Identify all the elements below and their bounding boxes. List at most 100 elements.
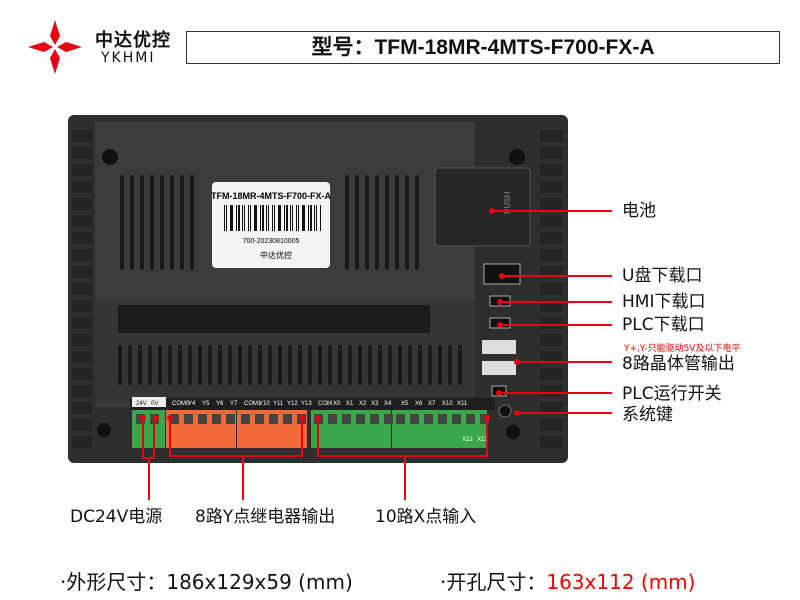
terminal-screw	[328, 414, 337, 424]
terminal-screw	[466, 414, 475, 424]
vent-slot	[398, 345, 402, 385]
terminal-screw	[226, 414, 235, 424]
vent-slot	[238, 345, 242, 385]
terminal-label: X0	[333, 401, 341, 407]
vent-slot	[148, 345, 152, 385]
terminal-label: Y12	[287, 401, 298, 407]
vent-slot	[198, 345, 202, 385]
sticker-brand: 中达优控	[260, 250, 292, 260]
model-title: 型号：TFM-18MR-4MTS-F700-FX-A	[186, 31, 780, 64]
vent-slot	[448, 345, 452, 385]
label-hmi-download: HMI下载口	[622, 292, 706, 312]
vent-slot	[378, 345, 382, 385]
vents	[118, 175, 462, 385]
label-plc-download: PLC下载口	[622, 315, 705, 335]
vent-slot	[375, 175, 379, 270]
terminal-screw	[241, 414, 250, 424]
vent-slot	[348, 345, 352, 385]
vent-slot	[288, 345, 292, 385]
terminal-label: Y5	[202, 401, 210, 407]
terminal-screw	[424, 414, 433, 424]
vent-slot	[160, 175, 164, 270]
terminal-label: X2	[359, 401, 367, 407]
terminal-screw	[283, 414, 292, 424]
vent-slot	[138, 345, 142, 385]
dimensions-value: 186x129x59 (mm)	[166, 570, 353, 594]
vent-slot	[258, 345, 262, 385]
vent-slot	[150, 175, 154, 270]
vent-slot	[130, 175, 134, 270]
terminal-screw	[410, 414, 419, 424]
screw-hole	[509, 149, 525, 165]
terminal-label: Y4	[188, 401, 196, 407]
battery-cover	[434, 167, 531, 247]
label-system-key: 系统键	[622, 405, 673, 425]
vent-slot	[388, 345, 392, 385]
terminal-screw	[384, 414, 393, 424]
terminal-label: Y10	[259, 401, 270, 407]
vent-slot	[180, 175, 184, 270]
terminal-label: X10	[442, 401, 453, 407]
terminal-label: Y11	[273, 401, 284, 407]
vent-slot	[168, 345, 172, 385]
vent-slot	[318, 345, 322, 385]
terminal-label: X7	[428, 401, 436, 407]
brand-name-cn: 中达优控	[95, 30, 171, 51]
terminal-label: COM1	[244, 401, 262, 407]
brand-name-en: YKHMI	[101, 50, 156, 66]
vent-slot	[355, 175, 359, 270]
svg-text:X13: X13	[477, 437, 488, 443]
label-transistor-output: 8路晶体管输出	[622, 354, 735, 374]
terminal-screw	[452, 414, 461, 424]
terminal-screw	[198, 414, 207, 424]
transistor-note: Y+,Y-只能驱动5V及以下电平	[624, 344, 741, 354]
vent-slot	[395, 175, 399, 270]
vent-slot	[368, 345, 372, 385]
terminal-label: Y7	[230, 401, 238, 407]
terminal-screw	[370, 414, 379, 424]
vent-slot	[298, 345, 302, 385]
system-key	[498, 404, 512, 418]
vent-slot	[228, 345, 232, 385]
barcode	[224, 205, 321, 231]
terminal-label: Y6	[216, 401, 224, 407]
vent-slot	[458, 345, 462, 385]
push-label: PUSH	[503, 192, 512, 214]
terminal-screw	[438, 414, 447, 424]
vent-slot	[128, 345, 132, 385]
terminal-screw	[269, 414, 278, 424]
label-battery: 电池	[622, 201, 656, 221]
label-plc-run-switch: PLC运行开关	[622, 384, 722, 404]
vent-slot	[438, 345, 442, 385]
vent-slot	[178, 345, 182, 385]
vent-slot	[408, 345, 412, 385]
label-relay-output: 8路Y点继电器输出	[195, 507, 336, 527]
vent-slot	[158, 345, 162, 385]
terminal-screw	[212, 414, 221, 424]
vent-slot	[268, 345, 272, 385]
vent-slot	[358, 345, 362, 385]
svg-text:X12: X12	[462, 437, 473, 443]
terminal-label: X11	[457, 401, 468, 407]
dimensions-label: ·外形尺寸：	[60, 570, 167, 594]
terminal-label: X4	[384, 401, 392, 407]
terminal-screw	[170, 414, 179, 424]
vent-slot	[140, 175, 144, 270]
vent-slot	[118, 345, 122, 385]
vent-slot	[418, 345, 422, 385]
vent-slot	[170, 175, 174, 270]
sticker-serial: 700-20230810005	[243, 238, 300, 245]
vent-slot	[385, 175, 389, 270]
screw-hole	[102, 149, 118, 165]
vent-slot	[365, 175, 369, 270]
vent-slot	[338, 345, 342, 385]
terminal-screw	[184, 414, 193, 424]
terminal-label: COM	[318, 401, 332, 407]
terminal-label: 24V	[136, 401, 147, 407]
terminal-screw	[255, 414, 264, 424]
label-usb-download: U盘下载口	[622, 266, 703, 286]
slot	[118, 305, 430, 333]
vent-slot	[120, 175, 124, 270]
